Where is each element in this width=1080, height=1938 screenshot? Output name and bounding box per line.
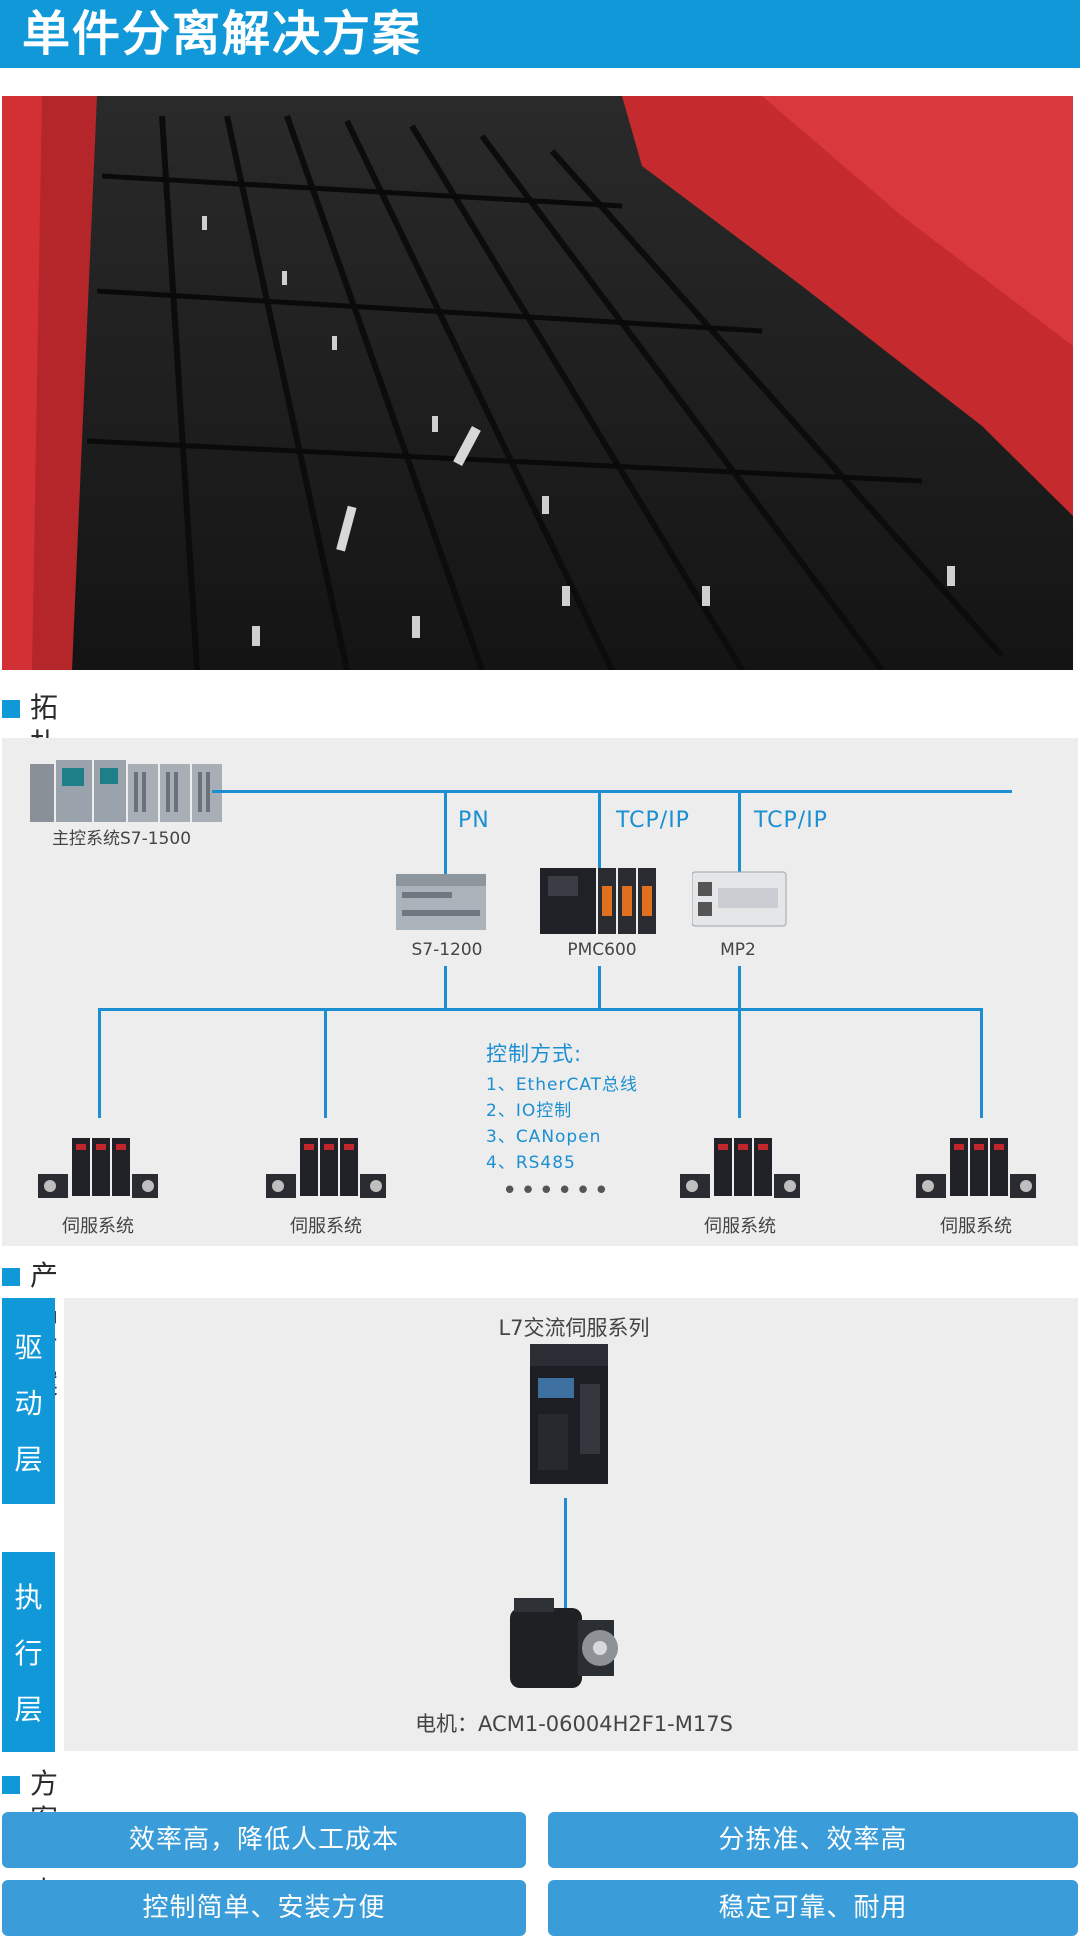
feature-badge: 效率高，降低人工成本 (2, 1812, 526, 1868)
exec-layer-char: 行 (14, 1637, 43, 1670)
execution-layer-tab: 执 行 层 (2, 1552, 55, 1752)
conveyor-photo (2, 96, 1073, 670)
field-bus-line (98, 1008, 982, 1011)
page-title: 单件分离解决方案 (22, 6, 423, 62)
servo-system-image (264, 1138, 388, 1206)
exec-layer-char: 层 (14, 1693, 43, 1726)
mp2-image (691, 866, 788, 934)
controller-label-s7-1200: S7-1200 (411, 940, 483, 960)
protocol-pn: PN (458, 808, 490, 833)
motor-name-label: 电机：ACM1-06004H2F1-M17S (415, 1712, 733, 1736)
drive-motor-link-line (564, 1498, 567, 1608)
feature-badge: 控制简单、安装方便 (2, 1880, 526, 1936)
servo-drive-image (524, 1344, 614, 1488)
feature-badge: 稳定可靠、耐用 (548, 1880, 1078, 1936)
servo-system-image (914, 1138, 1038, 1206)
ethernet-bus-line (212, 790, 1012, 793)
servo-motor-image (504, 1598, 634, 1702)
drive-layer-tab: 驱 动 层 (2, 1298, 55, 1504)
control-method-item: 4、RS485 (486, 1153, 576, 1173)
s7-1500-plc-image (30, 756, 238, 828)
protocol-tcp-1: TCP/IP (616, 808, 690, 833)
feature-badge: 分拣准、效率高 (548, 1812, 1078, 1868)
drive-layer-char: 驱 (14, 1331, 43, 1364)
servo-drop-1 (98, 1008, 101, 1118)
product-panel: L7交流伺服系列 电机：ACM1-06004H2F1-M17S (64, 1298, 1078, 1751)
servo-label: 伺服系统 (290, 1216, 362, 1237)
pmc600-image (540, 866, 660, 940)
servo-drop-2 (324, 1008, 327, 1118)
exec-layer-char: 执 (14, 1581, 43, 1614)
title-banner: 单件分离解决方案 (0, 0, 1080, 68)
s7-1200-image (396, 870, 488, 936)
controller-drop-3 (738, 966, 741, 1010)
tcp-drop-line-2 (738, 790, 741, 890)
servo-system-image (678, 1138, 802, 1206)
protocol-tcp-2: TCP/IP (754, 808, 828, 833)
drive-layer-char: 动 (14, 1387, 43, 1420)
section-marker (2, 1268, 20, 1286)
drive-layer-char: 层 (14, 1443, 43, 1476)
master-plc-label: 主控系统S7-1500 (52, 829, 192, 849)
servo-system-image (36, 1138, 160, 1206)
control-method-item: 1、EtherCAT总线 (486, 1075, 639, 1095)
tcp-drop-line-1 (598, 790, 601, 890)
drive-name-label: L7交流伺服系列 (498, 1316, 650, 1340)
section-marker (2, 1776, 20, 1794)
topology-diagram: 主控系统S7-1500 PN TCP/IP TCP/IP (2, 738, 1078, 1246)
servo-label: 伺服系统 (704, 1216, 776, 1237)
control-method-item: 2、IO控制 (486, 1101, 573, 1121)
control-method-item: 3、CANopen (486, 1127, 602, 1147)
pn-drop-line (444, 790, 447, 890)
ellipsis: •••••• (502, 1176, 613, 1206)
servo-drop-4 (980, 1008, 983, 1118)
servo-label: 伺服系统 (62, 1216, 134, 1237)
control-method-title: 控制方式: (486, 1042, 583, 1066)
controller-label-pmc600: PMC600 (567, 940, 637, 960)
section-marker (2, 700, 20, 718)
controller-label-mp2: MP2 (720, 940, 756, 960)
servo-label: 伺服系统 (940, 1216, 1012, 1237)
servo-drop-3 (738, 1008, 741, 1118)
controller-drop-2 (598, 966, 601, 1010)
controller-drop-1 (444, 966, 447, 1010)
